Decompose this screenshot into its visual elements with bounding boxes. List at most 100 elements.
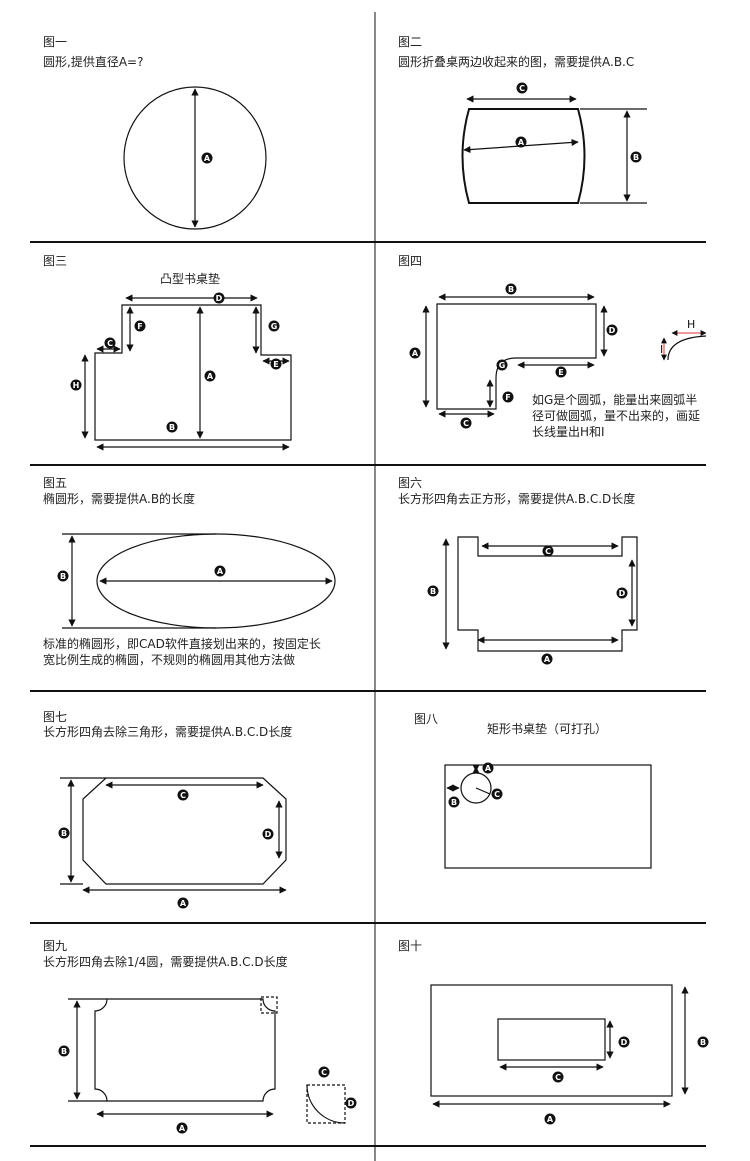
- label-d-badge: D: [345, 1097, 357, 1109]
- label-c-badge: C: [516, 82, 528, 94]
- panel5-note-2: 宽比例生成的椭圆，不规则的椭圆用其他方法做: [43, 653, 296, 667]
- label-d-badge: D: [213, 292, 225, 304]
- panel5-desc: 椭圆形，需要提供A.B的长度: [43, 492, 196, 506]
- panel6-desc: 长方形四角去正方形，需要提供A.B.C.D长度: [398, 492, 636, 506]
- svg-text:A: A: [412, 349, 419, 358]
- panel3-title: 图三: [43, 254, 68, 268]
- label-a-badge: A: [515, 136, 527, 148]
- svg-text:C: C: [463, 419, 469, 428]
- svg-text:F: F: [505, 393, 510, 402]
- svg-text:C: C: [545, 547, 551, 556]
- panel1-title: 图一: [43, 35, 68, 49]
- label-b-badge: B: [448, 796, 460, 808]
- grid-lines: [30, 12, 706, 1161]
- svg-text:B: B: [700, 1038, 706, 1047]
- svg-text:B: B: [451, 798, 457, 807]
- label-c-badge: C: [542, 545, 554, 557]
- label-a-badge: A: [177, 897, 189, 909]
- svg-text:B: B: [60, 572, 66, 581]
- label-g-badge: G: [496, 359, 508, 371]
- svg-text:A: A: [180, 899, 187, 908]
- svg-text:C: C: [180, 791, 186, 800]
- svg-text:G: G: [499, 361, 506, 370]
- svg-text:B: B: [633, 153, 639, 162]
- svg-text:C: C: [321, 1068, 327, 1077]
- svg-text:A: A: [207, 372, 214, 381]
- panel7-title: 图七: [43, 710, 68, 724]
- svg-text:C: C: [107, 339, 113, 348]
- label-c-badge: C: [552, 1071, 564, 1083]
- panel9-desc: 长方形四角去除1/4圆，需要提供A.B.C.D长度: [43, 955, 288, 969]
- label-a-badge: A: [409, 347, 421, 359]
- svg-text:B: B: [508, 285, 514, 294]
- svg-text:D: D: [348, 1099, 355, 1108]
- label-a-badge: A: [176, 1122, 188, 1134]
- svg-text:A: A: [179, 1124, 186, 1133]
- label-c-badge: C: [460, 417, 472, 429]
- svg-text:A: A: [485, 764, 492, 773]
- fig1-shape: [123, 86, 267, 230]
- label-a-badge: A: [544, 1113, 556, 1125]
- label-d-badge: D: [262, 828, 274, 840]
- fig3-shape: [81, 294, 292, 451]
- label-a-badge: A: [482, 762, 494, 774]
- svg-text:B: B: [61, 829, 67, 838]
- label-c-badge: C: [318, 1066, 330, 1078]
- svg-text:A: A: [547, 1115, 554, 1124]
- panel8-desc: 矩形书桌垫（可打孔）: [487, 722, 608, 736]
- svg-text:B: B: [430, 587, 436, 596]
- panel5-title: 图五: [43, 476, 68, 490]
- label-f-badge: F: [134, 320, 146, 332]
- panel2-desc: 圆形折叠桌两边收起来的图，需要提供A.B.C: [398, 55, 635, 69]
- label-e-badge: E: [270, 358, 282, 370]
- label-b-badge: B: [505, 283, 517, 295]
- panel4-note-3: 长线量出H和I: [532, 425, 605, 439]
- panel6-title: 图六: [398, 476, 423, 490]
- panel9-title: 图九: [43, 939, 68, 953]
- label-a-badge: A: [204, 370, 216, 382]
- svg-text:A: A: [204, 154, 211, 163]
- svg-text:A: A: [518, 138, 525, 147]
- fig7-shape: [60, 777, 287, 894]
- svg-text:B: B: [169, 423, 175, 432]
- label-b-badge: B: [697, 1036, 709, 1048]
- label-h-badge: H: [70, 379, 82, 391]
- panel2-title: 图二: [398, 35, 423, 49]
- label-a-badge: A: [541, 653, 553, 665]
- svg-text:C: C: [555, 1073, 561, 1082]
- svg-text:F: F: [137, 322, 142, 331]
- svg-text:C: C: [494, 790, 500, 799]
- fig4-arc-measure: [661, 330, 707, 361]
- fig10-shape: [430, 984, 689, 1108]
- label-b-badge: B: [58, 1045, 70, 1057]
- svg-text:A: A: [217, 567, 224, 576]
- label-c-badge: C: [491, 788, 503, 800]
- label-c-badge: C: [177, 789, 189, 801]
- label-a-badge: A: [201, 152, 213, 164]
- label-b-badge: B: [630, 151, 642, 163]
- label-b-badge: B: [57, 570, 69, 582]
- svg-text:E: E: [558, 368, 563, 377]
- label-a-badge: A: [214, 565, 226, 577]
- svg-text:E: E: [273, 360, 278, 369]
- panel4-note-1: 如G是个圆弧，能量出来圆弧半: [532, 393, 698, 407]
- svg-text:A: A: [544, 655, 551, 664]
- panel8-title: 图八: [414, 712, 439, 726]
- label-h-text: H: [687, 318, 695, 331]
- panel3-desc: 凸型书桌垫: [160, 272, 221, 286]
- fig8-shape: [444, 764, 652, 869]
- svg-text:D: D: [609, 326, 616, 335]
- label-i-text: I: [660, 343, 663, 356]
- label-b-badge: B: [427, 585, 439, 597]
- panel1-desc: 圆形,提供直径A=?: [43, 55, 144, 69]
- label-c-badge: C: [104, 337, 116, 349]
- label-f-badge: F: [502, 391, 514, 403]
- label-b-badge: B: [58, 827, 70, 839]
- panel5-note-1: 标准的椭圆形，即CAD软件直接划出来的，按固定长: [43, 637, 321, 651]
- label-e-badge: E: [555, 366, 567, 378]
- label-b-badge: B: [166, 421, 178, 433]
- fig2-shape: [461, 95, 647, 204]
- panel4-note-2: 径可做圆弧，量不出来的，画延: [532, 409, 701, 423]
